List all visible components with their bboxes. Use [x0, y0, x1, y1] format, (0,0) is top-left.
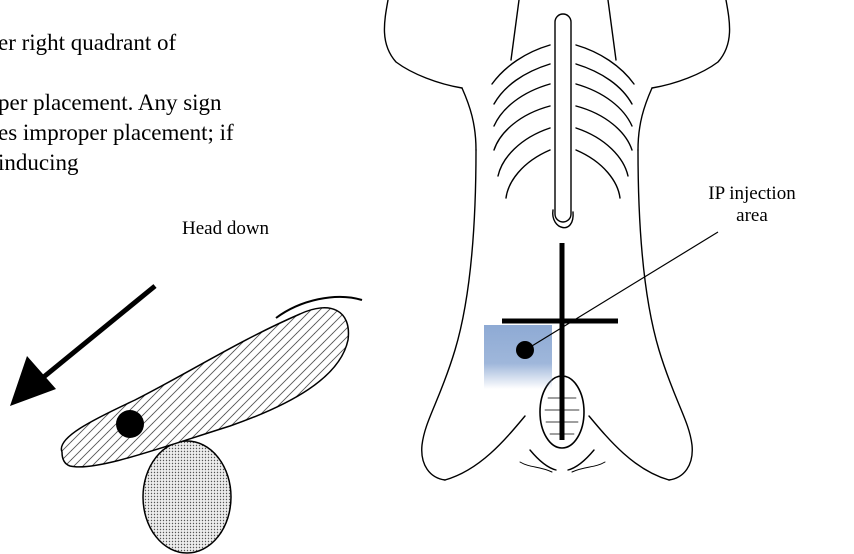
label-leader-line: [527, 232, 718, 349]
neck-left: [511, 0, 519, 60]
right-arm-outline: [652, 0, 730, 88]
rib-right-3: [576, 84, 632, 126]
neck-right: [608, 0, 616, 60]
left-shoulder-curve: [462, 88, 476, 150]
rib-right-5: [576, 128, 628, 176]
rib-left-2: [494, 64, 550, 104]
rib-right-1: [576, 45, 634, 84]
left-leg-outline: [445, 416, 525, 480]
mouse-lower-ellipse: [143, 441, 231, 553]
left-arm-outline: [384, 0, 462, 88]
rib-left-6: [506, 150, 550, 198]
mouse-side-view-figure: [10, 286, 362, 553]
body-right-outline: [638, 150, 692, 480]
rib-right-6: [576, 150, 620, 198]
right-shoulder-curve: [638, 88, 652, 150]
head-down-arrow-shaft: [40, 286, 155, 380]
mouse-body: [61, 308, 348, 467]
spine: [555, 14, 571, 222]
body-left-outline: [422, 150, 476, 480]
rib-right-2: [576, 64, 632, 104]
rib-left-1: [492, 45, 550, 84]
ip-injection-point: [516, 341, 534, 359]
rib-left-5: [498, 128, 550, 176]
injection-point-marker: [116, 410, 144, 438]
right-leg-outline: [589, 416, 669, 480]
ip-injection-area-highlight: [484, 325, 552, 389]
rib-left-3: [494, 84, 550, 126]
mouse-ventral-view-figure: [384, 0, 729, 480]
head-down-arrow-head: [10, 356, 56, 406]
tail-scribble: [520, 462, 605, 472]
